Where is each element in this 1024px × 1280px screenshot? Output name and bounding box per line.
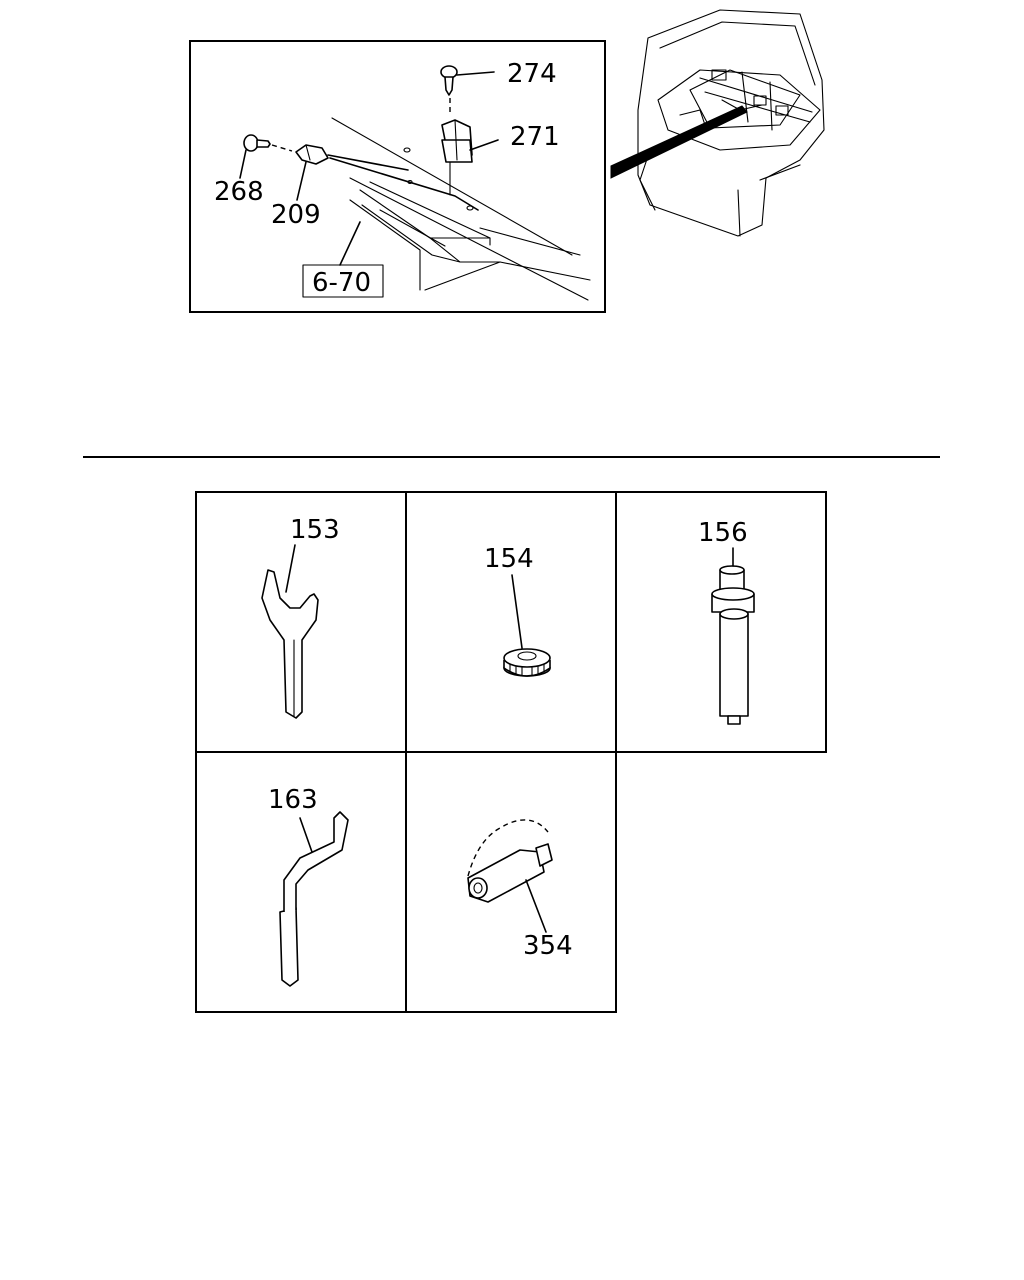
tool-156-cylinder	[711, 547, 755, 725]
tool-163-bent-rod	[279, 811, 349, 987]
part-209-nut	[295, 144, 479, 211]
callout-154: 154	[484, 544, 534, 574]
part-271-clip	[441, 119, 499, 196]
callout-271: 271	[510, 122, 560, 152]
grid-cell-354	[405, 751, 617, 1013]
tool-grid: 153 154 156 163 354	[195, 491, 827, 1013]
callout-274: 274	[507, 59, 557, 89]
callout-268: 268	[214, 177, 264, 207]
vehicle-cab-view	[610, 9, 825, 237]
callout-209: 209	[271, 200, 321, 230]
callout-163: 163	[268, 785, 318, 815]
floor-panel-structure	[331, 117, 591, 301]
tool-153-wrench	[261, 544, 319, 719]
upper-detail-view: 274 271 268 209 6-70	[189, 40, 606, 313]
callout-153: 153	[290, 515, 340, 545]
callout-354: 354	[523, 931, 573, 961]
tool-354-chain-fitting	[467, 819, 553, 933]
grid-cell-156	[615, 491, 827, 753]
callout-ref-6-70: 6-70	[312, 268, 371, 298]
callout-156: 156	[698, 518, 748, 548]
tool-154-cap	[503, 574, 551, 677]
detail-frame	[189, 40, 606, 313]
ref-leader	[339, 221, 361, 266]
grid-cell-154	[405, 491, 617, 753]
part-274-rivet	[440, 65, 495, 115]
pointer-wedge	[610, 105, 748, 179]
part-268-screw	[239, 134, 293, 179]
ref-box	[302, 264, 384, 298]
